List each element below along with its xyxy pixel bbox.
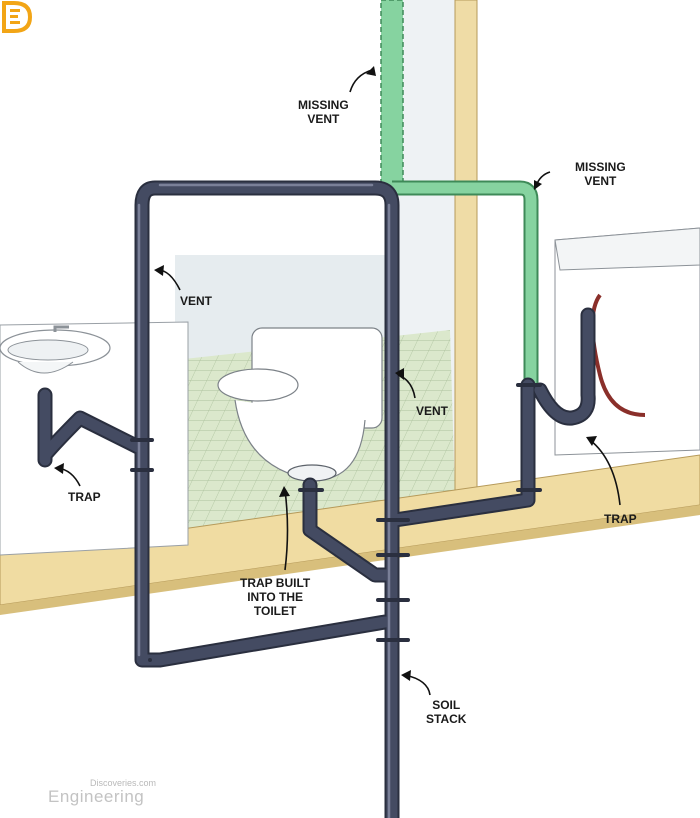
washer-hose xyxy=(590,293,646,417)
label-vent-center: VENT xyxy=(416,404,449,418)
logo-brand-text: Engineering xyxy=(48,787,145,806)
logo-site-text: Discoveries.com xyxy=(90,778,157,788)
drain-waste-vent-pipes xyxy=(37,180,596,818)
logo-icon xyxy=(2,0,33,33)
sink-vanity xyxy=(0,321,189,556)
arrow-trap-toilet xyxy=(284,489,289,571)
label-trap-right: TRAP xyxy=(604,512,637,526)
label-vent-left: VENT xyxy=(180,294,213,308)
arrow-trap-right xyxy=(589,439,621,506)
toilet xyxy=(217,327,383,482)
label-trap-left: TRAP xyxy=(68,490,101,504)
missing-vent-pipes xyxy=(380,0,539,385)
wall-stud xyxy=(454,0,478,501)
